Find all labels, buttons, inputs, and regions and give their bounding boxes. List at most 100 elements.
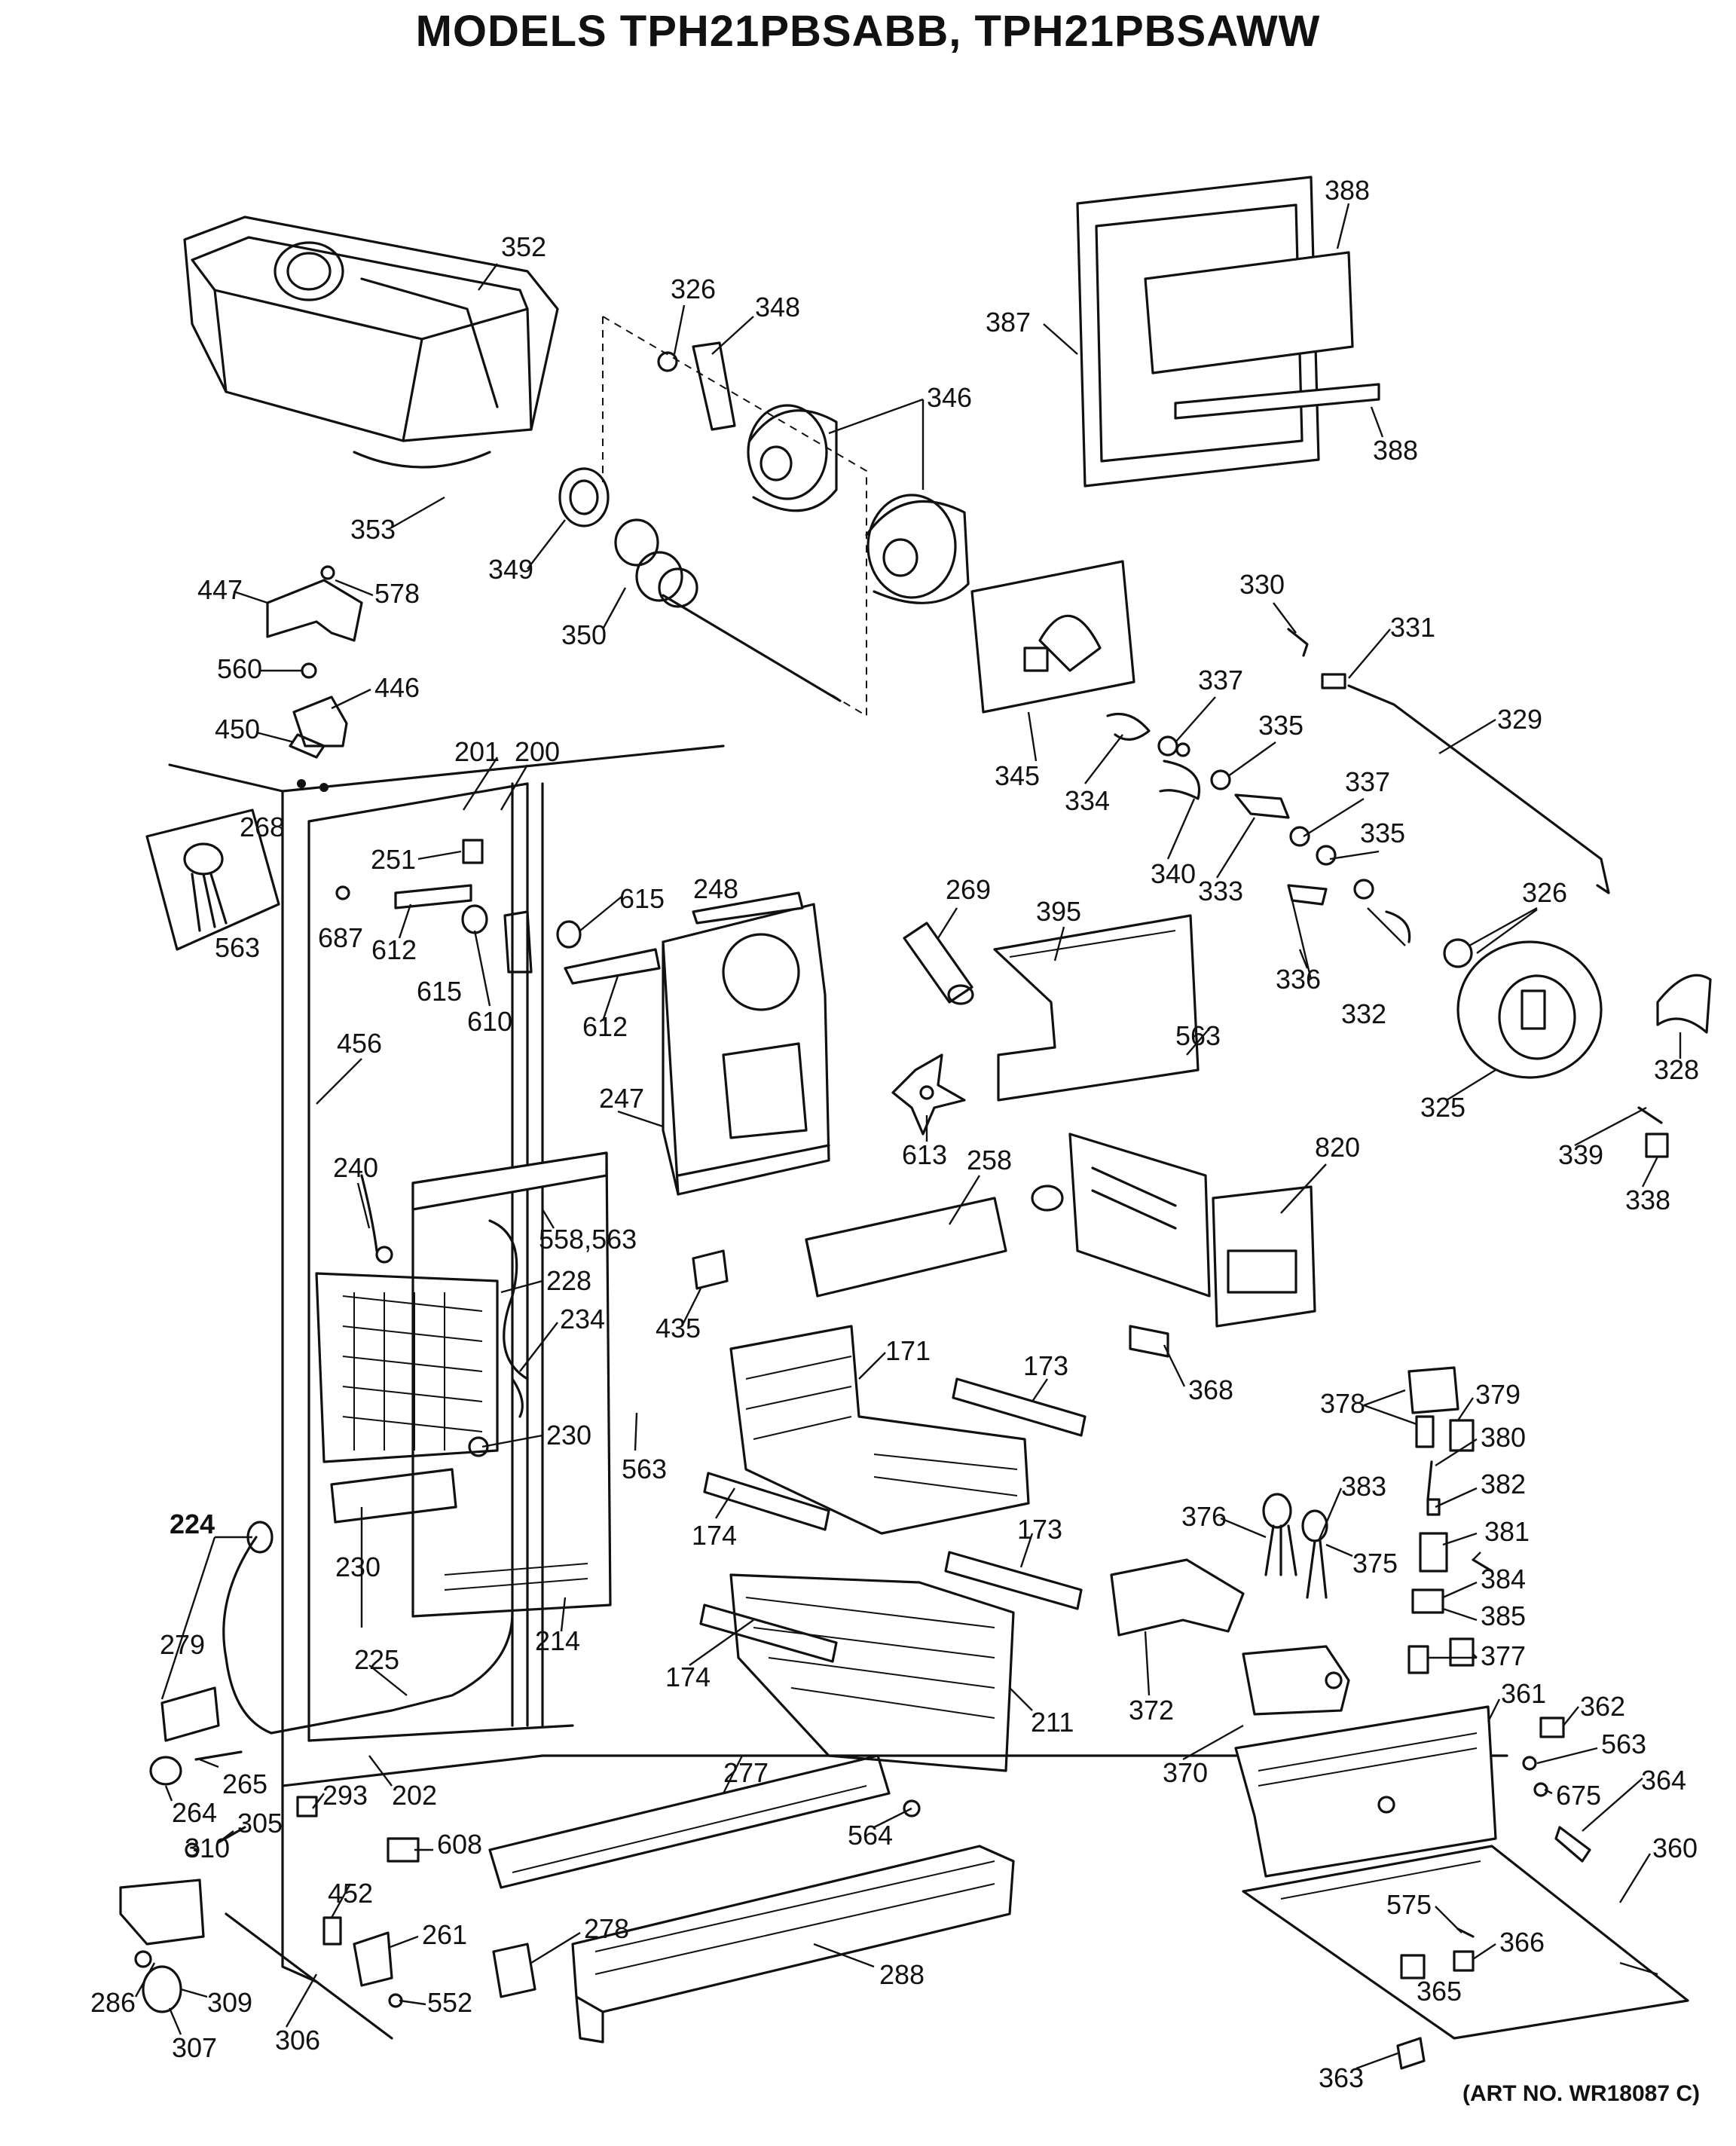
art-number: (ART NO. WR18087 C) [1462,2081,1700,2106]
callout: 201 [454,736,500,767]
callout: 173 [1023,1350,1068,1381]
callout: 564 [848,1820,893,1851]
part-fan-shroud [662,891,830,1196]
callout: 613 [902,1139,947,1170]
callout: 224 [170,1509,215,1539]
callout: 230 [546,1420,591,1451]
callout: 353 [350,514,396,545]
callout: 310 [185,1833,230,1863]
callout: 364 [1641,1765,1686,1796]
callout: 362 [1580,1691,1625,1722]
callout: 286 [90,1987,136,2018]
callout: 687 [318,922,363,953]
part-clip [692,1249,729,1290]
callout: 675 [1556,1780,1601,1811]
callout: 379 [1475,1379,1521,1410]
callout: 258 [967,1145,1012,1175]
callout: 610 [467,1006,512,1037]
callout: 309 [207,1987,252,2018]
callout: 278 [584,1913,629,1944]
callout: 288 [879,1959,925,1990]
callout: 211 [1031,1707,1074,1738]
part-wire-basket [729,1573,1015,1772]
part-drain-bracket [160,1686,220,1742]
part-evaporator-panel [411,1151,612,1618]
callout: 560 [217,653,262,684]
callout: 326 [1522,877,1567,908]
callout: 360 [1652,1833,1698,1863]
callout: 612 [371,934,417,965]
callout: 456 [337,1028,382,1059]
part-auger-assembly [558,316,867,717]
part-actuator-rod [1287,628,1610,894]
callout: 385 [1481,1600,1526,1631]
callout: 335 [1360,818,1405,848]
callout: 171 [885,1335,931,1366]
part-fan-blade [891,1053,966,1136]
leader-lines [134,203,1682,2070]
part-thermostat-stack [1407,1366,1493,1573]
callout: 349 [488,554,533,585]
callout: 325 [1420,1092,1466,1123]
part-dispenser-linkage [1106,712,1411,943]
callout: 200 [515,736,560,767]
callout: 336 [1276,964,1321,995]
callout: 337 [1198,665,1243,695]
callout: 330 [1239,569,1285,600]
part-defrost-heater [330,1174,524,1524]
callout: 452 [328,1878,373,1909]
callout: 248 [693,873,738,904]
part-front-rail [488,1754,921,1889]
callout: 348 [755,292,800,323]
callout: 251 [371,844,416,875]
callout: 334 [1065,785,1110,816]
callout: 387 [986,307,1031,338]
callout: 328 [1654,1054,1699,1085]
part-front-roller [492,1943,536,1998]
part-control-tray [1242,1845,1689,2040]
callout: 173 [1017,1514,1062,1545]
callout: 174 [692,1520,737,1551]
callout: 333 [1198,876,1243,906]
part-shelf-rail-173a [952,1377,1087,1437]
callout: 378 [1320,1388,1365,1419]
callout: 608 [437,1829,482,1860]
part-evaporator-coil [315,1272,499,1463]
callout: 380 [1481,1422,1526,1453]
part-leveling-leg [119,1826,393,2040]
part-wire-harness [1262,1493,1328,1599]
callout: 346 [927,382,972,413]
callout: 264 [172,1797,217,1828]
callout: 382 [1481,1469,1526,1499]
page-title: MODELS TPH21PBSABB, TPH21PBSAWW [415,7,1321,56]
callout: 225 [354,1644,399,1675]
callout: 345 [995,760,1040,791]
part-ice-maker [1031,1133,1316,1328]
callout: 575 [1386,1889,1432,1920]
callout: 338 [1625,1185,1670,1215]
callout: 435 [656,1313,701,1344]
callout: 268 [240,812,285,842]
callout: 335 [1258,710,1304,741]
part-auger-motor [1443,938,1712,1158]
part-shelf-rail-173b [944,1551,1083,1610]
callout: 375 [1352,1548,1398,1579]
part-drain-plug [149,1750,243,1786]
callout: 615 [619,883,665,914]
callout: 395 [1036,896,1081,927]
callout: 228 [546,1265,591,1296]
part-thermostat-knob [1407,1588,1475,1674]
callout: 366 [1499,1927,1545,1958]
part-light-socket [145,809,280,951]
callout: 340 [1151,858,1196,889]
callout: 339 [1558,1139,1603,1170]
callout: 269 [946,874,991,905]
callout: 277 [723,1757,769,1788]
callout: 326 [671,274,716,304]
callout: 361 [1501,1678,1546,1709]
part-control-housing [1234,1705,1497,1878]
callout: 261 [422,1919,467,1950]
callout: 329 [1497,704,1542,735]
part-bracket [1129,1325,1169,1358]
callout: 368 [1188,1374,1233,1405]
